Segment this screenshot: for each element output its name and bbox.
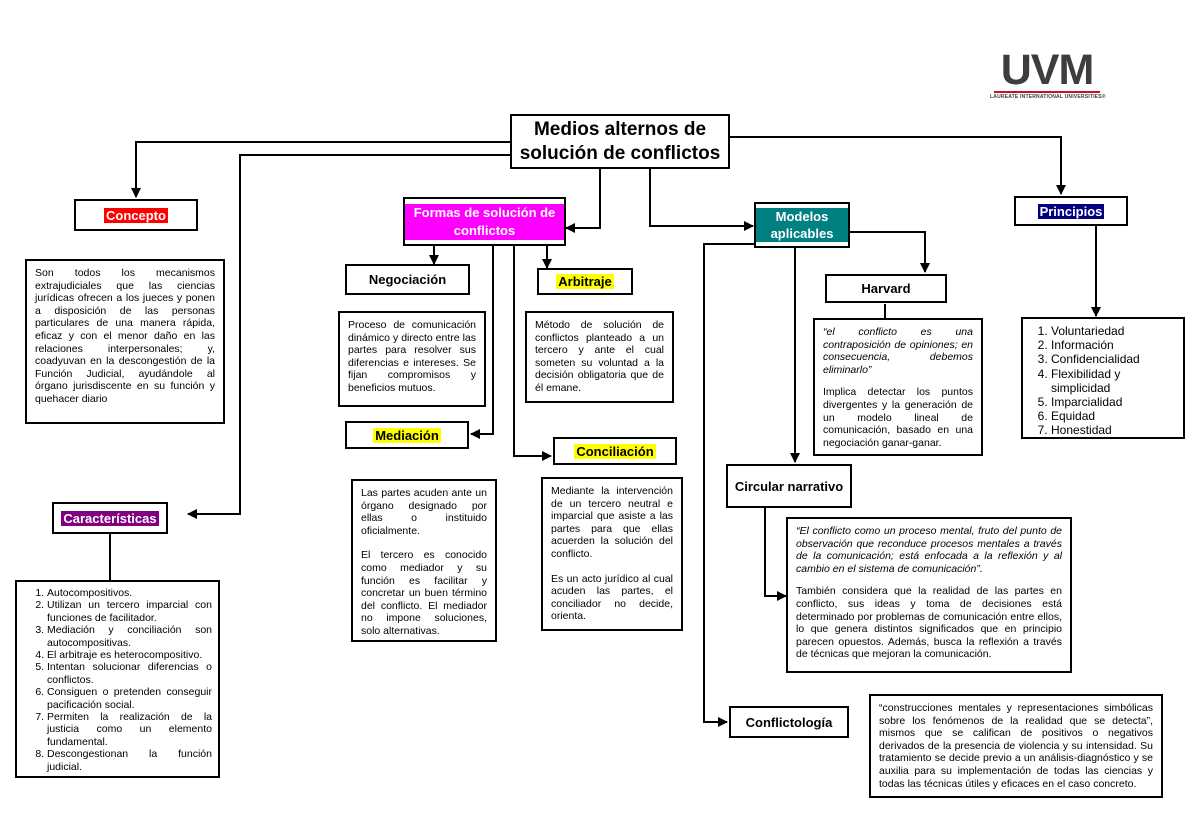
- formas-node: Formas de solución de conflictos: [403, 197, 566, 246]
- arrow-formas-mediacion: [470, 246, 494, 439]
- logo-subtitle: LAUREATE INTERNATIONAL UNIVERSITIES®: [990, 94, 1106, 100]
- principios-title: Principios: [1037, 203, 1105, 219]
- conflictologia-title: Conflictología: [745, 714, 833, 730]
- formas-title: Formas de solución de conflictos: [405, 203, 564, 240]
- list-item: Confidencialidad: [1051, 352, 1177, 366]
- modelos-title: Modelos aplicables: [756, 208, 848, 242]
- principios-list: VoluntariedadInformaciónConfidencialidad…: [1025, 324, 1177, 438]
- mediacion-text-box: Las partes acuden ante un órgano designa…: [351, 479, 497, 642]
- negociacion-title: Negociación: [368, 272, 447, 287]
- mediacion-text-2: El tercero es conocido como mediador y s…: [361, 549, 487, 637]
- arrow-root-modelos: [649, 166, 754, 231]
- list-item: Flexibilidad y simplicidad: [1051, 367, 1177, 395]
- principios-node: Principios: [1014, 196, 1128, 226]
- caracteristicas-list: Autocompositivos.Utilizan un tercero imp…: [21, 587, 212, 773]
- list-item: Honestidad: [1051, 423, 1177, 437]
- conflictologia-text: “construcciones mentales y representacio…: [879, 702, 1153, 790]
- arrow-root-caracteristicas: [187, 154, 511, 519]
- arrow-modelos-conflictologia: [703, 243, 754, 727]
- concepto-text: Son todos los mecanismos extrajudiciales…: [35, 267, 215, 405]
- list-item: Permiten la realización de la justicia c…: [47, 711, 212, 748]
- caracteristicas-list-box: Autocompositivos.Utilizan un tercero imp…: [15, 580, 220, 778]
- list-item: Equidad: [1051, 409, 1177, 423]
- arrow-modelos-harvard: [850, 231, 930, 273]
- mediacion-node: Mediación: [345, 421, 469, 449]
- modelos-node: Modelos aplicables: [754, 202, 850, 248]
- conflictologia-text-box: “construcciones mentales y representacio…: [869, 694, 1163, 798]
- list-item: Autocompositivos.: [47, 587, 212, 599]
- conciliacion-text-2: Es un acto jurídico al cual acuden las p…: [551, 572, 673, 623]
- arbitraje-text: Método de solución de conflictos plantea…: [535, 319, 664, 394]
- root-node: Medios alternos de solución de conflicto…: [510, 114, 730, 169]
- conciliacion-text-box: Mediante la intervención de un tercero n…: [541, 477, 683, 631]
- list-item: El arbitraje es heterocompositivo.: [47, 649, 212, 661]
- negociacion-node: Negociación: [345, 264, 470, 295]
- list-item: Imparcialidad: [1051, 395, 1177, 409]
- caracteristicas-node: Características: [52, 502, 168, 534]
- arrow-root-principios: [729, 136, 1066, 195]
- harvard-text: Implica detectar los puntos divergentes …: [823, 386, 973, 449]
- harvard-node: Harvard: [825, 274, 947, 303]
- concepto-text-box: Son todos los mecanismos extrajudiciales…: [25, 259, 225, 424]
- harvard-quote: “el conflicto es una contraposición de o…: [823, 326, 973, 376]
- arbitraje-text-box: Método de solución de conflictos plantea…: [525, 311, 674, 403]
- arbitraje-node: Arbitraje: [537, 268, 633, 295]
- circular-node: Circular narrativo: [726, 464, 852, 508]
- list-item: Intentan solucionar diferencias o confli…: [47, 661, 212, 686]
- principios-list-box: VoluntariedadInformaciónConfidencialidad…: [1021, 317, 1185, 439]
- arrow-root-formas: [565, 166, 601, 233]
- caracteristicas-title: Características: [61, 510, 159, 526]
- conciliacion-title: Conciliación: [574, 443, 656, 459]
- arrow-formas-conciliacion: [513, 246, 552, 461]
- arbitraje-title: Arbitraje: [556, 274, 614, 289]
- arrow-root-concepto: [131, 141, 511, 198]
- list-item: Voluntariedad: [1051, 324, 1177, 338]
- list-item: Mediación y conciliación son autocomposi…: [47, 624, 212, 649]
- list-item: Consiguen o pretenden conseguir pacifica…: [47, 686, 212, 711]
- conciliacion-node: Conciliación: [553, 437, 677, 465]
- mediacion-text-1: Las partes acuden ante un órgano designa…: [361, 487, 487, 537]
- logo-wordmark: UVM: [1000, 46, 1095, 94]
- logo-red-bar: [994, 91, 1100, 93]
- list-item: Descongestionan la función judicial.: [47, 748, 212, 773]
- mediacion-title: Mediación: [373, 427, 441, 443]
- circular-title: Circular narrativo: [734, 478, 844, 494]
- root-title: Medios alternos de solución de conflicto…: [519, 118, 721, 164]
- negociacion-text-box: Proceso de comunicación dinámico y direc…: [338, 311, 486, 407]
- list-item: Información: [1051, 338, 1177, 352]
- conciliacion-text-1: Mediante la intervención de un tercero n…: [551, 485, 673, 560]
- concepto-title: Concepto: [104, 207, 168, 223]
- arrow-circular-text: [764, 508, 787, 601]
- list-item: Utilizan un tercero imparcial con funcio…: [47, 599, 212, 624]
- harvard-title: Harvard: [861, 281, 911, 296]
- circular-text: También considera que la realidad de las…: [796, 585, 1062, 661]
- conflictologia-node: Conflictología: [729, 706, 849, 738]
- negociacion-text: Proceso de comunicación dinámico y direc…: [348, 319, 476, 394]
- circular-quote: “El conflicto como un proceso mental, fr…: [796, 525, 1062, 575]
- uvm-logo: UVM LAUREATE INTERNATIONAL UNIVERSITIES®: [990, 46, 1105, 101]
- circular-text-box: “El conflicto como un proceso mental, fr…: [786, 517, 1072, 673]
- concepto-node: Concepto: [74, 199, 198, 231]
- harvard-text-box: “el conflicto es una contraposición de o…: [813, 318, 983, 456]
